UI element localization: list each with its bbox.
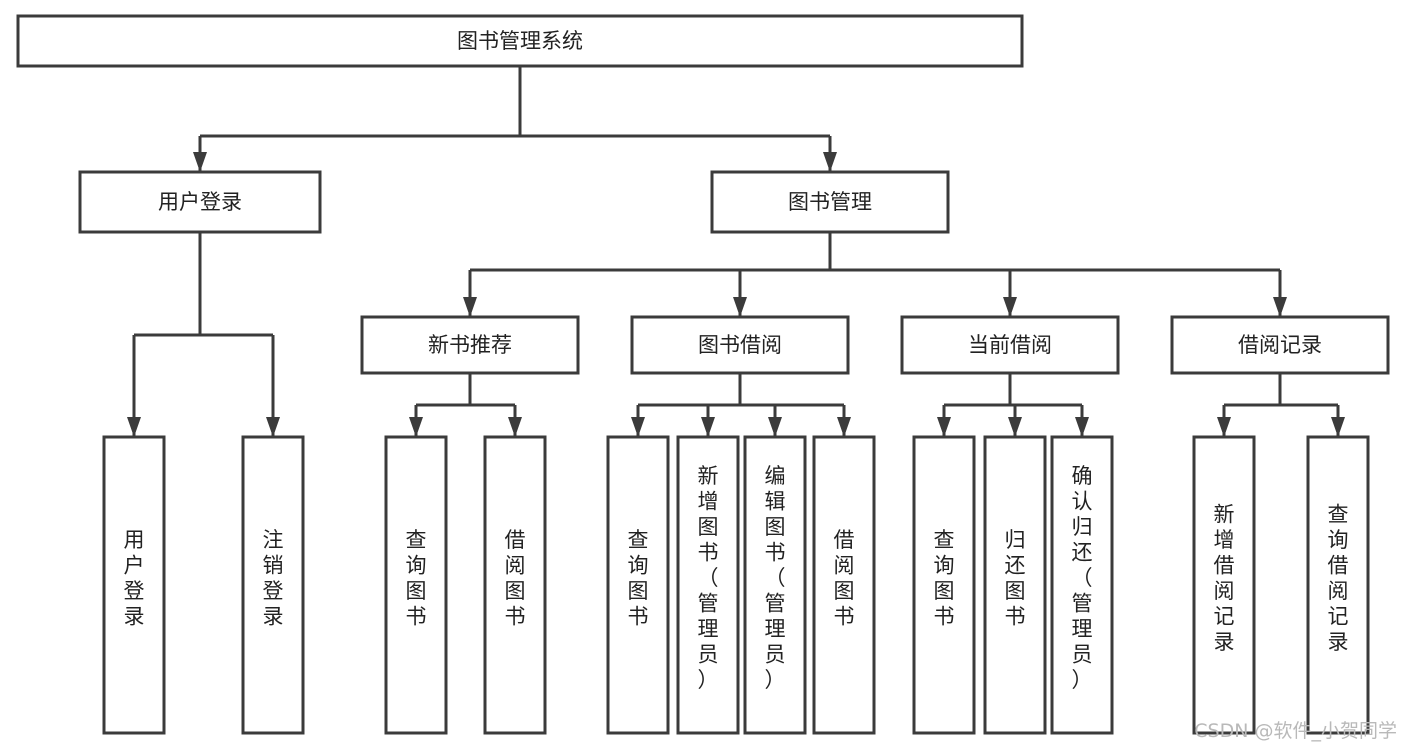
node-book-management[interactable]: 图书管理 <box>710 170 950 234</box>
arrow-head-icon <box>266 417 280 437</box>
arrow-head-icon <box>823 152 837 172</box>
node-leaf-user-login[interactable]: 用户登录 <box>102 435 166 735</box>
node-box-book-borrow <box>630 315 850 375</box>
connector-conn-new-book-recommend <box>409 373 522 437</box>
connector-conn-book-borrow <box>631 373 851 437</box>
arrow-head-icon <box>768 417 782 437</box>
node-leaf-borrow-book-1[interactable]: 借阅图书 <box>483 435 547 735</box>
node-label-root: 图书管理系统 <box>457 29 583 53</box>
connector-conn-current-borrow <box>937 373 1089 437</box>
node-label-current-borrow: 当前借阅 <box>968 333 1052 357</box>
arrow-head-icon <box>733 297 747 317</box>
node-box-book-management <box>710 170 950 234</box>
node-label-leaf-return-book: 归还图书 <box>1005 528 1026 629</box>
node-label-borrow-record: 借阅记录 <box>1238 333 1322 357</box>
node-box-leaf-edit-book <box>743 435 807 735</box>
arrow-head-icon <box>837 417 851 437</box>
node-box-borrow-record <box>1170 315 1390 375</box>
node-book-borrow[interactable]: 图书借阅 <box>630 315 850 375</box>
node-box-user-login <box>78 170 322 234</box>
node-leaf-query-record[interactable]: 查询借阅记录 <box>1306 435 1370 735</box>
node-label-book-borrow: 图书借阅 <box>698 333 782 357</box>
node-box-leaf-borrow-book-1 <box>483 435 547 735</box>
arrow-head-icon <box>1003 297 1017 317</box>
node-box-new-book-recommend <box>360 315 580 375</box>
node-box-leaf-user-login <box>102 435 166 735</box>
node-label-leaf-add-book: 新增图书（管理员） <box>698 464 719 692</box>
node-leaf-query-book-1[interactable]: 查询图书 <box>384 435 448 735</box>
arrow-head-icon <box>1217 417 1231 437</box>
node-box-leaf-add-record <box>1192 435 1256 735</box>
arrow-head-icon <box>1008 417 1022 437</box>
arrow-head-icon <box>127 417 141 437</box>
node-leaf-logout[interactable]: 注销登录 <box>241 435 305 735</box>
node-leaf-edit-book[interactable]: 编辑图书（管理员） <box>743 435 807 735</box>
node-borrow-record[interactable]: 借阅记录 <box>1170 315 1390 375</box>
node-box-leaf-confirm-return <box>1050 435 1114 735</box>
node-label-leaf-query-book-3: 查询图书 <box>934 528 955 629</box>
node-box-leaf-add-book <box>676 435 740 735</box>
node-label-book-management: 图书管理 <box>788 190 872 214</box>
node-label-leaf-borrow-book-1: 借阅图书 <box>505 528 526 629</box>
arrow-head-icon <box>193 152 207 172</box>
node-label-leaf-logout: 注销登录 <box>263 528 284 629</box>
node-label-new-book-recommend: 新书推荐 <box>428 333 512 357</box>
node-new-book-recommend[interactable]: 新书推荐 <box>360 315 580 375</box>
arrow-head-icon <box>1273 297 1287 317</box>
node-leaf-add-book[interactable]: 新增图书（管理员） <box>676 435 740 735</box>
arrow-head-icon <box>631 417 645 437</box>
arrow-head-icon <box>463 297 477 317</box>
node-label-leaf-user-login: 用户登录 <box>124 528 145 629</box>
node-leaf-confirm-return[interactable]: 确认归还（管理员） <box>1050 435 1114 735</box>
watermark: CSDN @软件_小贺同学 <box>1194 720 1397 742</box>
nodes-layer: 图书管理系统用户登录图书管理新书推荐图书借阅当前借阅借阅记录用户登录注销登录查询… <box>16 14 1390 735</box>
node-label-leaf-edit-book: 编辑图书（管理员） <box>765 464 786 692</box>
node-label-leaf-confirm-return: 确认归还（管理员） <box>1072 464 1093 692</box>
node-box-root <box>16 14 1024 68</box>
arrow-head-icon <box>409 417 423 437</box>
arrow-head-icon <box>508 417 522 437</box>
node-label-leaf-query-book-1: 查询图书 <box>406 528 427 629</box>
node-box-current-borrow <box>900 315 1120 375</box>
arrow-head-icon <box>701 417 715 437</box>
node-current-borrow[interactable]: 当前借阅 <box>900 315 1120 375</box>
node-box-leaf-query-book-1 <box>384 435 448 735</box>
arrow-head-icon <box>1075 417 1089 437</box>
connector-conn-user-login <box>127 232 280 437</box>
node-leaf-query-book-2[interactable]: 查询图书 <box>606 435 670 735</box>
node-label-user-login: 用户登录 <box>158 190 242 214</box>
node-leaf-borrow-book-2[interactable]: 借阅图书 <box>812 435 876 735</box>
node-leaf-query-book-3[interactable]: 查询图书 <box>912 435 976 735</box>
node-box-leaf-query-record <box>1306 435 1370 735</box>
node-user-login[interactable]: 用户登录 <box>78 170 322 234</box>
node-box-leaf-query-book-2 <box>606 435 670 735</box>
node-box-leaf-logout <box>241 435 305 735</box>
node-label-leaf-borrow-book-2: 借阅图书 <box>834 528 855 629</box>
node-label-leaf-query-record: 查询借阅记录 <box>1328 502 1349 654</box>
connector-conn-book-management <box>463 232 1287 317</box>
node-leaf-return-book[interactable]: 归还图书 <box>983 435 1047 735</box>
node-box-leaf-query-book-3 <box>912 435 976 735</box>
node-label-leaf-add-record: 新增借阅记录 <box>1214 502 1235 654</box>
node-box-leaf-borrow-book-2 <box>812 435 876 735</box>
node-leaf-add-record[interactable]: 新增借阅记录 <box>1192 435 1256 735</box>
node-box-leaf-return-book <box>983 435 1047 735</box>
node-root[interactable]: 图书管理系统 <box>16 14 1024 68</box>
connectors-layer <box>127 66 1345 437</box>
connector-conn-borrow-record <box>1217 373 1345 437</box>
arrow-head-icon <box>937 417 951 437</box>
node-label-leaf-query-book-2: 查询图书 <box>628 528 649 629</box>
arrow-head-icon <box>1331 417 1345 437</box>
connector-conn-root <box>193 66 837 172</box>
